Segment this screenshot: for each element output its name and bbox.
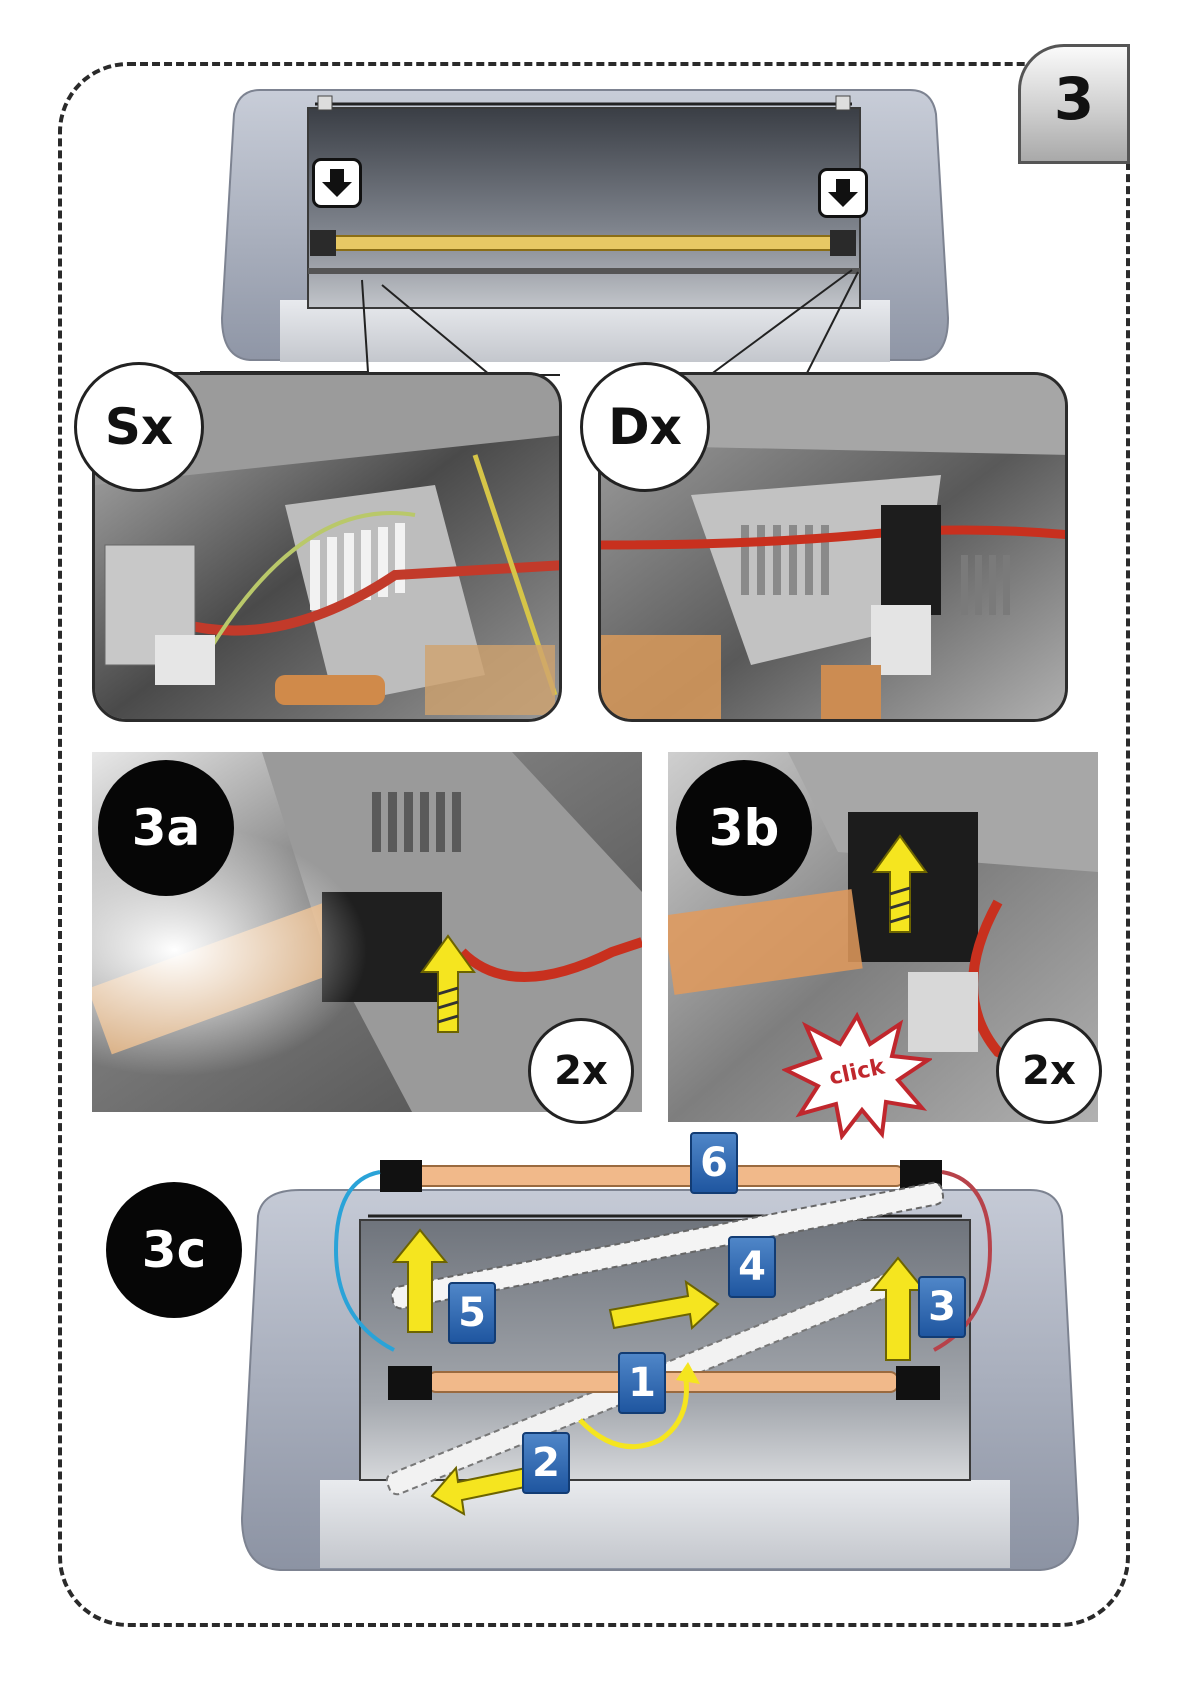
installed-lamp-cap-right — [896, 1366, 940, 1400]
new-lamp-cap-left — [380, 1160, 422, 1192]
left-arrow-icon — [432, 1468, 530, 1514]
wire-blue — [336, 1172, 394, 1350]
sequence-number-1: 1 — [618, 1352, 666, 1414]
sequence-number-5: 5 — [448, 1282, 496, 1344]
new-lamp-tube — [384, 1166, 904, 1186]
sequence-number-4: 4 — [728, 1236, 776, 1298]
up-arrow-icon — [872, 1258, 924, 1360]
sequence-number-6: 6 — [690, 1132, 738, 1194]
sequence-number-3: 3 — [918, 1276, 966, 1338]
right-arrow-icon — [610, 1282, 718, 1328]
sequence-number-2: 2 — [522, 1432, 570, 1494]
installed-lamp-cap-left — [388, 1366, 432, 1400]
